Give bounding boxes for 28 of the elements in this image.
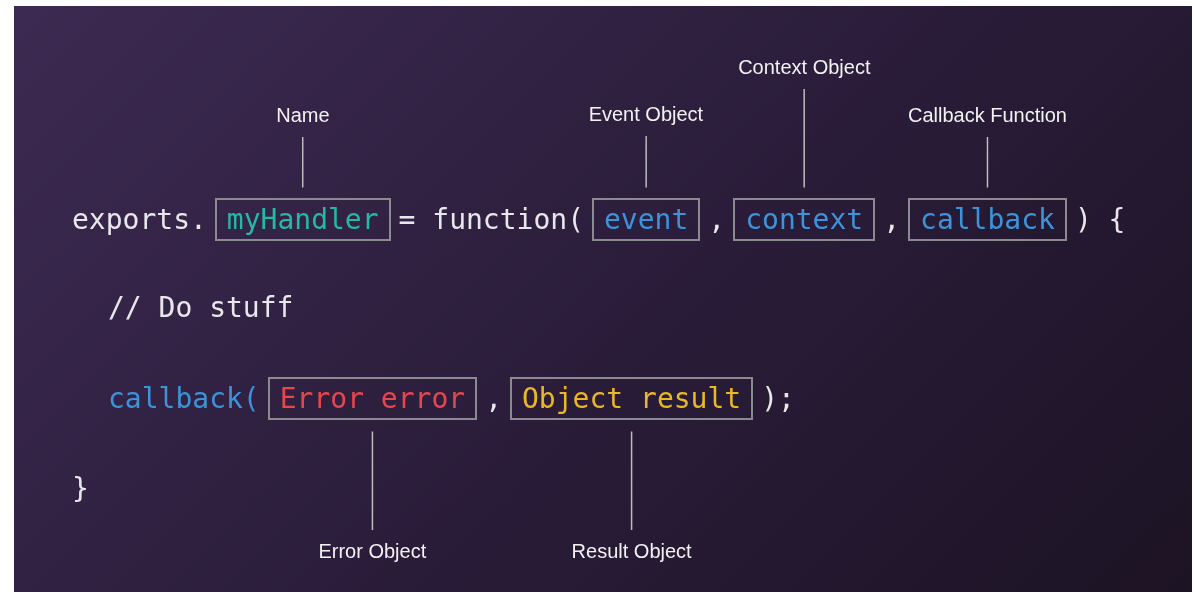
leader-line [630,430,633,531]
code-text: ) { [1074,202,1126,236]
highlighted-code: Object result [510,376,754,420]
leader-line [301,136,304,189]
code-text: , [708,202,726,236]
code-text: callback( [108,381,260,415]
annotation-label: Context Object [738,56,871,79]
code-text: } [72,471,89,505]
leader-line [645,135,647,189]
annotation-label: Result Object [571,540,692,563]
annotation-label: Error Object [318,540,427,563]
leader-line [803,88,805,189]
annotation-label: Callback Function [907,104,1067,127]
highlighted-code: Error error [267,376,478,420]
annotation-label: Event Object [588,103,704,126]
code-text: ); [761,381,795,415]
code-text: , [883,202,901,236]
highlighted-code: event [592,197,701,241]
highlighted-code: myHandler [214,197,391,241]
code-text: = function( [398,202,584,236]
highlighted-code: callback [908,197,1067,241]
annotation-label: Name [276,104,330,127]
code-text: // Do stuff [108,290,294,324]
highlighted-code: context [733,197,876,241]
code-text: , [485,381,502,415]
leader-line [986,136,989,189]
code-text: exports. [72,202,207,236]
leader-line [371,430,374,531]
